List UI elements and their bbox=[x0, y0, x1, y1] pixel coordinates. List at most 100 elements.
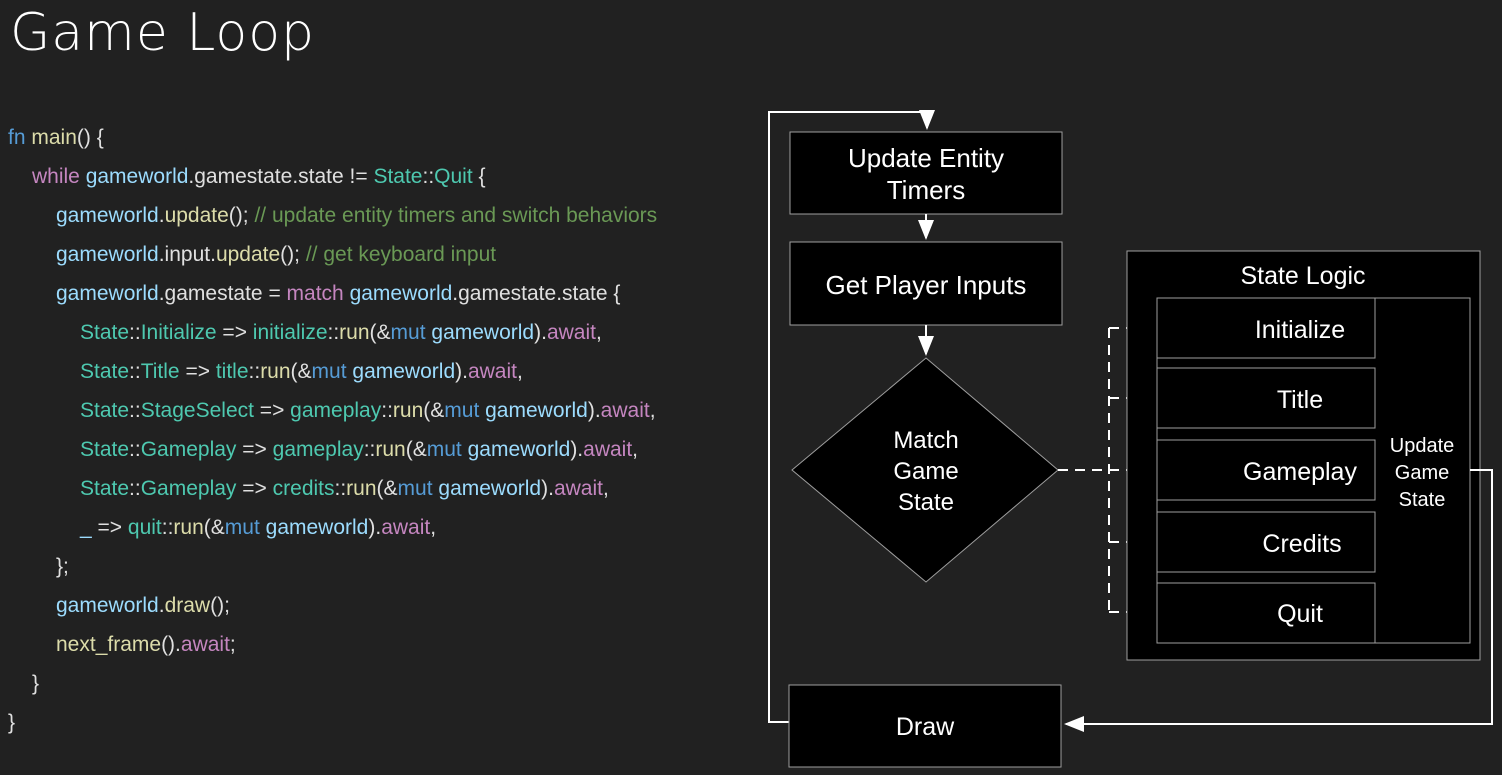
code-token: quit bbox=[127, 516, 162, 539]
code-token: (); bbox=[228, 204, 255, 227]
match-game-state-diamond bbox=[791, 357, 1059, 583]
code-token: gameworld bbox=[349, 282, 453, 305]
code-token: _ bbox=[80, 516, 92, 539]
update-entity-timers-label-1: Update Entity bbox=[848, 143, 1004, 173]
code-token: main bbox=[31, 126, 77, 149]
code-token: run bbox=[375, 438, 406, 461]
code-token: await bbox=[180, 633, 230, 656]
state-box-quit bbox=[1156, 582, 1376, 644]
code-token: State bbox=[80, 360, 130, 383]
state-box-credits bbox=[1156, 511, 1376, 573]
code-token: . bbox=[158, 594, 165, 617]
code-token: initialize bbox=[252, 321, 328, 344]
code-token: StageSelect bbox=[140, 399, 254, 422]
code-token: :: bbox=[129, 399, 141, 422]
code-token: State bbox=[80, 321, 130, 344]
code-token: :: bbox=[129, 321, 141, 344]
code-token: next_frame bbox=[56, 633, 162, 656]
code-token: ). bbox=[541, 477, 554, 500]
code-line: State::Gameplay => gameplay::run(&mut ga… bbox=[8, 430, 657, 469]
code-token: :: bbox=[334, 477, 347, 500]
code-line: _ => quit::run(&mut gameworld).await, bbox=[8, 508, 657, 547]
state-label-initialize: Initialize bbox=[1255, 316, 1345, 344]
code-token: { bbox=[472, 165, 486, 188]
code-line: gameworld.input.update(); // get keyboar… bbox=[8, 235, 657, 274]
code-token: await bbox=[381, 516, 431, 539]
state-label-title: Title bbox=[1277, 386, 1323, 414]
code-token: (); bbox=[280, 243, 306, 266]
state-label-credits: Credits bbox=[1262, 530, 1341, 558]
code-token: gameworld bbox=[438, 477, 542, 500]
code-line: while gameworld.gamestate.state != State… bbox=[8, 157, 657, 196]
code-token: gameworld bbox=[56, 282, 159, 305]
code-token: :: bbox=[422, 165, 435, 188]
code-token: title bbox=[215, 360, 249, 383]
code-token: match bbox=[286, 282, 344, 305]
code-line: State::Initialize => initialize::run(&mu… bbox=[8, 313, 657, 352]
code-token: } bbox=[32, 672, 40, 695]
code-token: mut bbox=[444, 399, 480, 422]
code-token: mut bbox=[311, 360, 347, 383]
code-token: // update entity timers and switch behav… bbox=[254, 204, 658, 227]
code-token: . bbox=[158, 204, 165, 227]
code-token: ). bbox=[534, 321, 547, 344]
code-line: fn main() { bbox=[8, 118, 657, 157]
code-token: (& bbox=[405, 438, 427, 461]
code-token: Title bbox=[140, 360, 180, 383]
loop-back-arrow bbox=[768, 110, 935, 723]
code-token: run bbox=[339, 321, 370, 344]
code-token: await bbox=[600, 399, 650, 422]
state-logic-title: State Logic bbox=[1240, 262, 1365, 290]
code-token: State bbox=[80, 477, 130, 500]
match-label-3: State bbox=[898, 489, 954, 516]
code-token: State bbox=[80, 399, 130, 422]
code-token: credits bbox=[272, 477, 335, 500]
code-token: ). bbox=[570, 438, 584, 461]
match-label-1: Match bbox=[893, 427, 958, 454]
code-token: update bbox=[164, 204, 229, 227]
code-line: State::Title => title::run(&mut gameworl… bbox=[8, 352, 657, 391]
code-token: :: bbox=[161, 516, 174, 539]
code-token: while bbox=[32, 165, 80, 188]
update-game-state-label-2: Game bbox=[1395, 462, 1449, 484]
code-token: State bbox=[80, 438, 130, 461]
code-token: => bbox=[91, 516, 128, 539]
code-token: await bbox=[467, 360, 517, 383]
page-title: Game Loop bbox=[10, 3, 316, 63]
code-token: :: bbox=[129, 360, 141, 383]
draw-box bbox=[788, 684, 1062, 768]
code-token: , bbox=[595, 321, 602, 344]
code-token: run bbox=[173, 516, 204, 539]
code-token: run bbox=[260, 360, 291, 383]
code-token: gameworld bbox=[467, 438, 571, 461]
state-box-initialize bbox=[1156, 297, 1376, 359]
code-token: gameworld bbox=[56, 204, 159, 227]
code-token: ). bbox=[455, 360, 468, 383]
code-token: // get keyboard input bbox=[305, 243, 497, 266]
code-token: => bbox=[253, 399, 291, 422]
code-token: :: bbox=[248, 360, 261, 383]
code-token: (& bbox=[290, 360, 312, 383]
code-token: :: bbox=[129, 438, 141, 461]
update-game-state-label-3: State bbox=[1399, 489, 1446, 511]
code-token: gameplay bbox=[290, 399, 382, 422]
code-token: :: bbox=[381, 399, 393, 422]
code-token: gameworld bbox=[56, 594, 159, 617]
code-token: (& bbox=[203, 516, 225, 539]
code-line: gameworld.update(); // update entity tim… bbox=[8, 196, 657, 235]
get-player-inputs-label: Get Player Inputs bbox=[826, 270, 1027, 300]
code-token: () { bbox=[76, 126, 104, 149]
code-token: draw bbox=[164, 594, 211, 617]
state-box-title bbox=[1156, 367, 1376, 429]
code-token: ; bbox=[229, 633, 236, 656]
code-token: fn bbox=[8, 126, 26, 149]
code-token: gameworld bbox=[352, 360, 456, 383]
update-game-state-label-1: Update bbox=[1390, 435, 1455, 457]
code-token: , bbox=[632, 438, 639, 461]
code-token: mut bbox=[390, 321, 426, 344]
code-token: (); bbox=[210, 594, 230, 617]
code-token: gameplay bbox=[272, 438, 364, 461]
match-label-2: Game bbox=[893, 458, 958, 485]
code-line: } bbox=[8, 664, 657, 703]
